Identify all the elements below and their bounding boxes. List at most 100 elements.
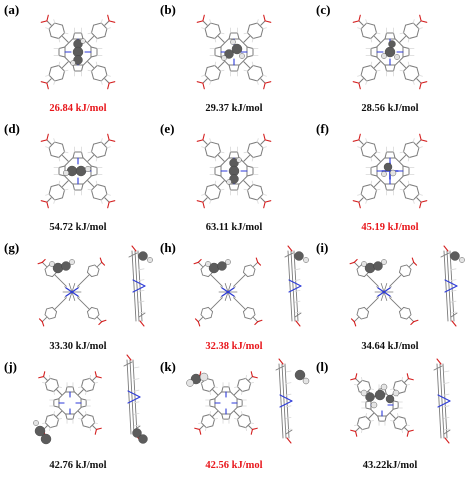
h-bond (250, 422, 254, 424)
bond (97, 261, 103, 267)
bond (214, 174, 222, 177)
guest-h (381, 171, 387, 177)
hydroxyl-bond (350, 429, 357, 432)
bond (228, 32, 231, 40)
bond (81, 151, 84, 159)
h-bond (243, 188, 248, 191)
energy-label: 63.11 kJ/mol (205, 222, 263, 233)
molecule-group (37, 245, 146, 327)
bond (217, 35, 225, 43)
h-bond (285, 370, 292, 373)
guest-h (33, 420, 39, 426)
bond (402, 55, 410, 58)
bond (404, 378, 409, 383)
h-bond (285, 382, 292, 385)
bond (46, 139, 52, 145)
carbonyl-bond (251, 427, 258, 430)
bond (449, 250, 455, 322)
h-bond (450, 268, 457, 271)
hydroxyl-bond (126, 354, 132, 361)
h-bond (214, 157, 217, 162)
hydroxyl-bond (194, 318, 199, 323)
bond (439, 363, 445, 439)
h-bond (201, 146, 206, 149)
bond (129, 359, 135, 435)
panel-l: (l) 43.22kJ/mol (312, 357, 468, 476)
bond (355, 378, 360, 383)
bond (433, 365, 443, 371)
bond (358, 78, 364, 84)
carbonyl-bond (107, 14, 110, 22)
bond (43, 376, 48, 381)
bond (53, 398, 60, 401)
nitrogen-bond (279, 400, 293, 408)
h-bond (365, 413, 367, 417)
h-bond (241, 411, 243, 415)
bond (72, 64, 75, 72)
bond (353, 317, 359, 323)
hydroxyl-bond (107, 82, 110, 90)
h-bond (256, 80, 259, 85)
guest-h (69, 259, 75, 265)
bond (199, 425, 204, 430)
panel-label: (f) (316, 121, 329, 136)
h-bond (133, 413, 140, 415)
nitrogen-bond (437, 400, 451, 408)
energy-label: 45.19 kJ/mol (361, 222, 419, 233)
carbonyl-bond (250, 371, 253, 378)
bond (416, 78, 422, 84)
hydroxyl-bond (202, 14, 205, 22)
hydroxyl-bond (287, 245, 293, 252)
guest-atom (132, 428, 142, 438)
bond (214, 55, 222, 58)
h-bond (58, 386, 62, 388)
guest-h (394, 54, 400, 60)
bond (370, 46, 378, 49)
bond (393, 151, 396, 159)
h-bond (106, 193, 111, 196)
bond (123, 361, 133, 367)
bond (41, 261, 47, 267)
guest-h (205, 261, 211, 267)
bond (228, 183, 231, 191)
hydroxyl-bond (139, 320, 145, 327)
guest-h (389, 169, 397, 177)
hydroxyl-bond (40, 81, 48, 84)
guest-atom (388, 40, 396, 48)
panel-g: (g) 33.30 kJ/mol (0, 238, 156, 357)
h-bond (285, 405, 292, 408)
bond (366, 297, 379, 310)
h-bond (376, 32, 381, 35)
bond (404, 427, 409, 432)
guest-atom (373, 261, 383, 271)
bond (58, 46, 66, 49)
h-bond (85, 391, 87, 395)
h-bond (220, 69, 225, 72)
carbonyl-bond (358, 201, 361, 209)
h-bond (412, 19, 415, 24)
guest-atom (294, 369, 306, 381)
guest-atom (231, 43, 243, 55)
bond (77, 410, 84, 417)
h-bond (390, 388, 394, 390)
guest-atom (40, 433, 52, 445)
bond (202, 78, 208, 84)
carbonyl-bond (41, 321, 45, 327)
hydroxyl-bond (420, 20, 428, 23)
bond (366, 274, 379, 287)
carbonyl-bond (108, 200, 116, 203)
hydroxyl-bond (40, 200, 48, 203)
hydroxyl-bond (196, 200, 204, 203)
bond (399, 180, 407, 188)
bond (294, 312, 302, 318)
carbonyl-bond (101, 319, 107, 323)
guest-atom (450, 251, 460, 261)
bond (402, 46, 410, 49)
carbonyl-bond (419, 14, 422, 22)
h-bond (138, 290, 145, 292)
macrocycle-bond (68, 291, 73, 301)
h-bond (87, 151, 92, 154)
h-bond (138, 300, 145, 303)
bond (56, 410, 63, 417)
bond (384, 64, 387, 72)
